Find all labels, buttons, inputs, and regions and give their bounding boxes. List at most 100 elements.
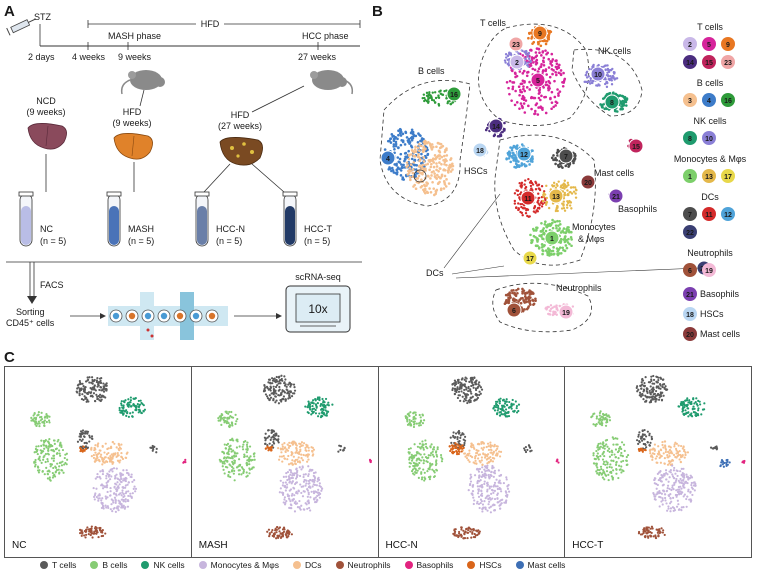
legend-number: 14: [686, 60, 694, 67]
ncd-label: NCD: [36, 96, 56, 106]
legend-number: 19: [705, 268, 713, 275]
tube-count: (n = 5): [304, 236, 330, 246]
legend-item: Neutrophils: [336, 560, 391, 570]
hfd27-weeks: (27 weeks): [218, 121, 262, 131]
liver-icon-hfd9: [114, 133, 153, 159]
cluster-bubble: 12: [517, 147, 531, 161]
cluster-number: 23: [512, 42, 520, 49]
b-cells-cluster: [404, 411, 425, 428]
legend-number: 15: [705, 60, 713, 67]
b-cells-cluster: [218, 438, 255, 482]
droplet: [190, 310, 202, 322]
cluster-bubble: 1: [545, 231, 559, 245]
hfd9-label: HFD: [123, 107, 142, 117]
umap-c-nc: NC: [5, 367, 192, 557]
hcc-phase-label: HCC phase: [302, 31, 349, 41]
cluster-label-neut: Neutrophils: [556, 283, 602, 293]
legend-swatch: [467, 561, 475, 569]
umap-c-plot: [379, 367, 565, 557]
cluster-label-mono1: Monocytes: [572, 222, 616, 232]
cluster-label-baso: Basophils: [618, 204, 658, 214]
legend-number: 22: [686, 230, 694, 237]
cluster-bubble: 13: [549, 189, 563, 203]
cluster-label-t: T cells: [480, 18, 506, 28]
cluster-number: 18: [476, 148, 484, 155]
scrna-seq-label: scRNA-seq: [295, 272, 341, 282]
cluster-number: 15: [632, 144, 640, 151]
b-cells-cluster: [407, 439, 443, 481]
legend-item: B cells: [90, 560, 127, 570]
legend-number: 21: [686, 292, 694, 299]
cluster-bubble: 9: [533, 26, 547, 40]
monocytes-cluster: [652, 464, 696, 512]
cluster-number: 14: [492, 124, 500, 131]
tube-name: HCC-N: [216, 224, 245, 234]
cluster-number: 2: [515, 60, 519, 67]
b-cells-cluster: [33, 438, 68, 482]
legend-label: T cells: [52, 560, 76, 570]
cluster-number: 1: [550, 236, 554, 243]
tube-count: (n = 5): [128, 236, 154, 246]
t-cells-cluster: [263, 375, 296, 405]
droplet: [158, 310, 170, 322]
legend-swatch: [141, 561, 149, 569]
legend-title: B cells: [697, 78, 724, 88]
nk-cells-cluster: [678, 397, 706, 417]
panel-c-umaps: NC MASH HCC-N HCC-T: [4, 366, 752, 558]
dcs-cluster: [277, 441, 315, 466]
basophils-cluster: [182, 459, 186, 464]
legend-title: NK cells: [693, 116, 727, 126]
cluster-number: 11: [524, 196, 532, 203]
legend-item: Mast cells: [516, 560, 566, 570]
legend-label: Basophils: [700, 289, 740, 299]
hsc-cluster: [448, 442, 464, 455]
cluster-number: 13: [552, 194, 560, 201]
cluster-bubble: 4: [381, 151, 395, 165]
dc-pointer-lines: [444, 194, 700, 278]
tube-name: NC: [40, 224, 53, 234]
t-cells-cluster: [77, 429, 94, 449]
legend-label: Mast cells: [700, 329, 741, 339]
legend-group: DCs7111222: [683, 192, 735, 239]
panel-label-b: B: [372, 3, 383, 20]
legend-number: 17: [724, 174, 732, 181]
legend-group: Monocytes & Mφs11317: [674, 154, 747, 183]
panel-label-c: C: [4, 349, 15, 366]
monocytes-cluster: [467, 465, 510, 514]
legend-title: DCs: [701, 192, 719, 202]
mast-cells-cluster: [720, 459, 731, 468]
droplet: [126, 310, 138, 322]
legend-number: 2: [688, 42, 692, 49]
cluster-label-b: B cells: [418, 66, 445, 76]
neutrophils-cluster: [266, 526, 293, 539]
legend-swatch: [293, 561, 301, 569]
t-cells-cluster: [76, 376, 108, 403]
monocytes-cluster: [279, 465, 323, 512]
sample-tube: HCC-N(n = 5): [195, 192, 245, 246]
basophils-cluster: [555, 458, 559, 463]
legend-label: HSCs: [700, 309, 724, 319]
legend-label: Mast cells: [528, 560, 566, 570]
legend-item: DCs: [293, 560, 322, 570]
legend-number: 8: [688, 136, 692, 143]
cluster-number: 10: [594, 72, 602, 79]
legend-number: 18: [686, 312, 694, 319]
legend-number: 23: [724, 60, 732, 67]
cluster-number: 8: [610, 100, 614, 107]
cluster-number: 16: [450, 92, 458, 99]
legend-number: 10: [705, 136, 713, 143]
umap-c-mash: MASH: [192, 367, 379, 557]
legend-label: DCs: [305, 560, 322, 570]
cluster-bubble: 20: [581, 175, 595, 189]
nk-cells-cluster: [492, 398, 520, 418]
hfd27-label: HFD: [231, 110, 250, 120]
nk-cells-cluster: [119, 396, 146, 417]
droplet: [174, 310, 186, 322]
legend-number: 11: [705, 212, 713, 219]
hfd-bracket-label: HFD: [201, 19, 220, 29]
cluster-label-nk: NK cells: [598, 46, 632, 56]
legend-item: Monocytes & Mφs: [199, 560, 279, 570]
cluster-number: 5: [536, 78, 540, 85]
cluster-bubble: 11: [521, 191, 535, 205]
cluster-bubble: 5: [531, 73, 545, 87]
